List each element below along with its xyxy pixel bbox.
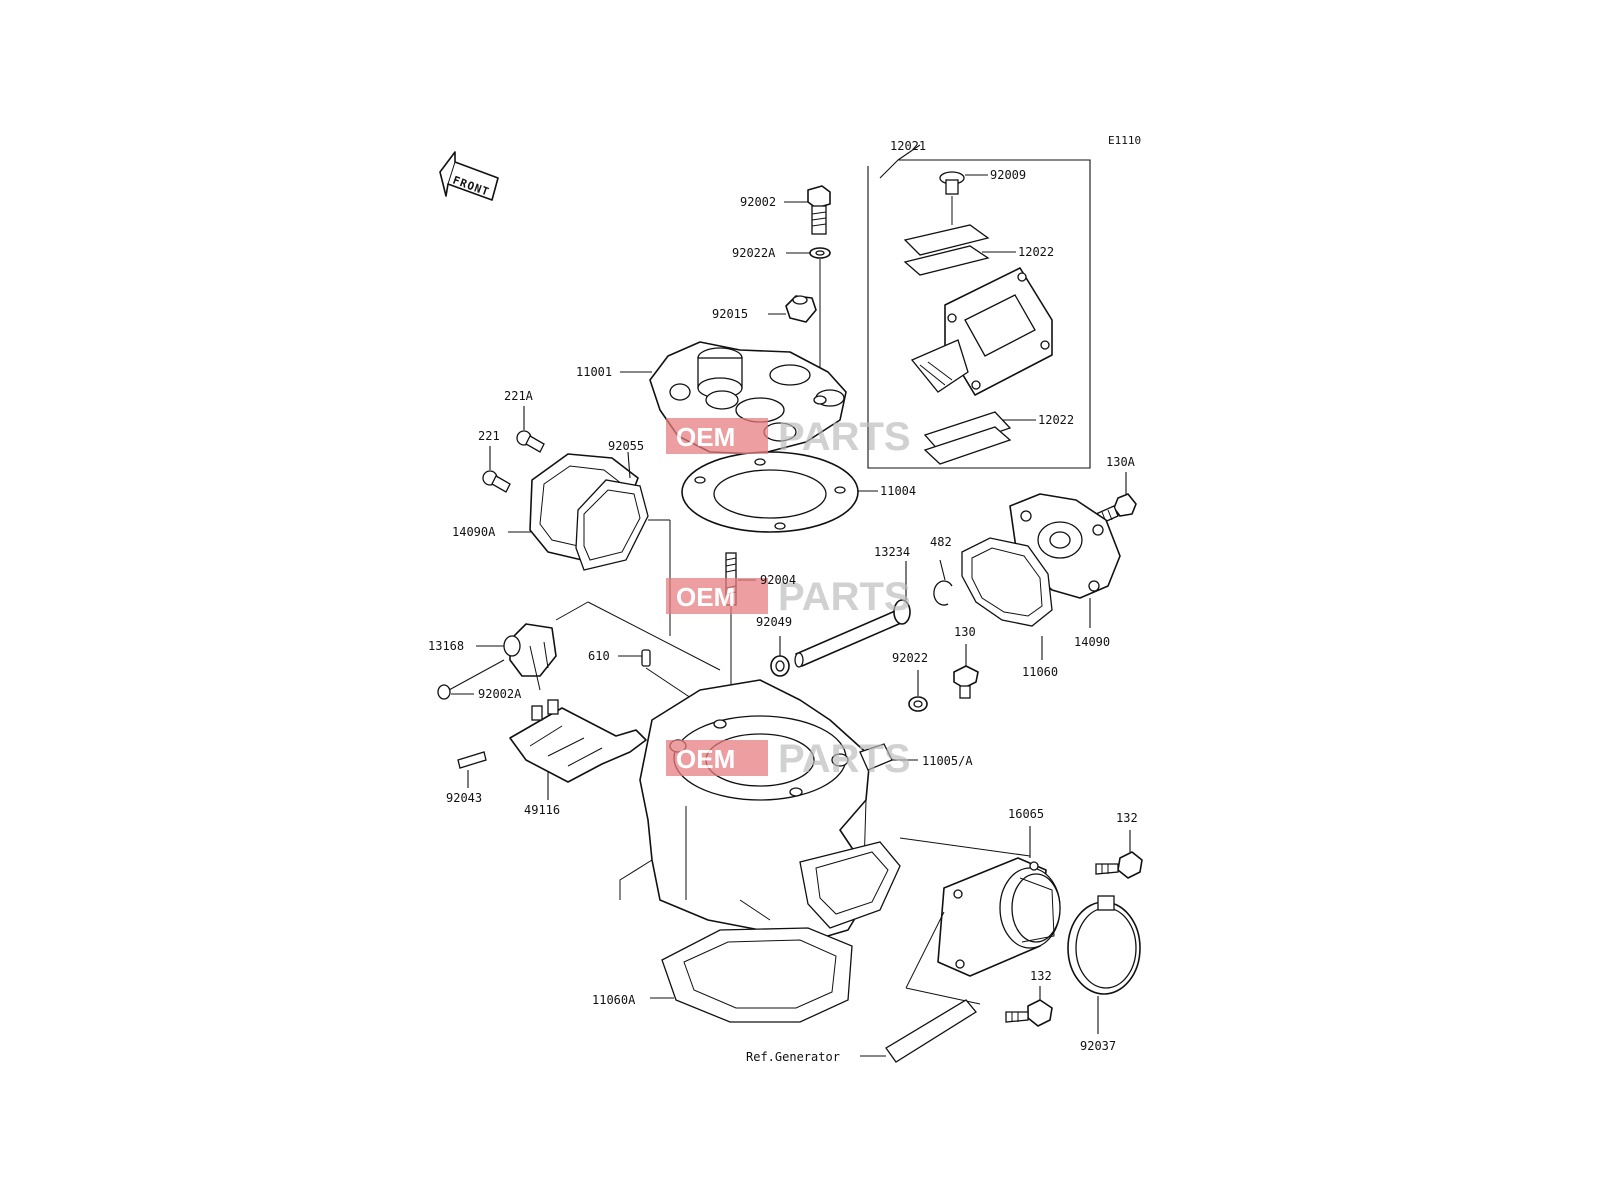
bolt-130-icon — [953, 644, 979, 699]
reed-block-icon — [910, 267, 1053, 396]
svg-text:OEM: OEM — [676, 422, 735, 452]
callout-11004[interactable]: 11004 — [880, 484, 916, 498]
bolt-221-icon — [482, 446, 511, 493]
bolt-130A-icon — [1095, 472, 1137, 525]
callout-92055[interactable]: 92055 — [608, 439, 644, 453]
svg-text:OEM: OEM — [676, 744, 735, 774]
callout-11060[interactable]: 11060 — [1022, 665, 1058, 679]
callout-92043[interactable]: 92043 — [446, 791, 482, 805]
callout-92037[interactable]: 92037 — [1080, 1039, 1116, 1053]
bolt-92002-icon — [784, 185, 831, 235]
svg-text:PARTS: PARTS — [778, 737, 911, 781]
callout-ref-generator[interactable]: Ref.Generator — [746, 1050, 840, 1064]
callout-49116[interactable]: 49116 — [524, 803, 560, 817]
callout-221[interactable]: 221 — [478, 429, 500, 443]
callout-11001[interactable]: 11001 — [576, 365, 612, 379]
washer-92022-icon — [908, 670, 928, 712]
generator-strap-icon — [860, 999, 977, 1063]
circlip-482-icon — [933, 559, 953, 606]
washer-92049-icon — [770, 636, 790, 677]
callout-610[interactable]: 610 — [588, 649, 610, 663]
base-gasket-icon — [650, 927, 853, 1023]
pump-shaft-icon — [794, 561, 911, 668]
hose-clamp-icon — [1067, 895, 1141, 1034]
callout-92049[interactable]: 92049 — [756, 615, 792, 629]
callout-13168[interactable]: 13168 — [428, 639, 464, 653]
callout-16065[interactable]: 16065 — [1008, 807, 1044, 821]
callout-12022-lower[interactable]: 12022 — [1038, 413, 1074, 427]
pin-92043-icon — [457, 751, 487, 788]
callout-92002A[interactable]: 92002A — [478, 687, 522, 701]
svg-text:PARTS: PARTS — [778, 575, 911, 619]
callout-labels: 12021 92009 12022 12022 92002 92022A 920… — [428, 139, 1138, 1064]
head-gasket-icon — [681, 451, 878, 533]
reed-stopper-icon — [903, 224, 1016, 276]
callout-221A[interactable]: 221A — [504, 389, 534, 403]
reed-valve-kit-group — [867, 144, 1091, 469]
callout-11060A[interactable]: 11060A — [592, 993, 636, 1007]
callout-482[interactable]: 482 — [930, 535, 952, 549]
bolt-221A-icon — [516, 406, 545, 453]
callout-132-lower[interactable]: 132 — [1030, 969, 1052, 983]
callout-92009[interactable]: 92009 — [990, 168, 1026, 182]
svg-text:PARTS: PARTS — [778, 415, 911, 459]
watermark-logo: OEM PARTS OEM PARTS OEM PARTS — [666, 415, 911, 781]
screw-92009-icon — [939, 171, 988, 225]
callout-130[interactable]: 130 — [954, 625, 976, 639]
exhaust-valve-icon — [509, 699, 647, 800]
reed-plate-icon — [923, 411, 1036, 465]
bolt-92002A-icon — [437, 659, 505, 700]
intake-manifold-icon — [905, 826, 1061, 1005]
callout-92022[interactable]: 92022 — [892, 651, 928, 665]
callout-13234[interactable]: 13234 — [874, 545, 910, 559]
callout-92002[interactable]: 92002 — [740, 195, 776, 209]
callout-92004[interactable]: 92004 — [760, 573, 796, 587]
callout-12021[interactable]: 12021 — [890, 139, 926, 153]
callout-14090A[interactable]: 14090A — [452, 525, 496, 539]
callout-12022-upper[interactable]: 12022 — [1018, 245, 1054, 259]
callout-92022A[interactable]: 92022A — [732, 246, 776, 260]
callout-14090[interactable]: 14090 — [1074, 635, 1110, 649]
front-arrow-icon: FRONT — [439, 151, 499, 201]
bolt-132a-icon — [1095, 830, 1143, 879]
valve-holder-icon — [476, 601, 721, 691]
callout-92015[interactable]: 92015 — [712, 307, 748, 321]
callout-130A[interactable]: 130A — [1106, 455, 1136, 469]
pump-gasket-icon — [961, 537, 1053, 660]
callout-132-upper[interactable]: 132 — [1116, 811, 1138, 825]
diagram-code: E1110 — [1108, 134, 1141, 147]
svg-text:OEM: OEM — [676, 582, 735, 612]
nut-92015-icon — [768, 295, 817, 323]
bolt-132b-icon — [1005, 986, 1053, 1027]
callout-11005A[interactable]: 11005/A — [922, 754, 973, 768]
head-cover-icon — [508, 451, 671, 636]
